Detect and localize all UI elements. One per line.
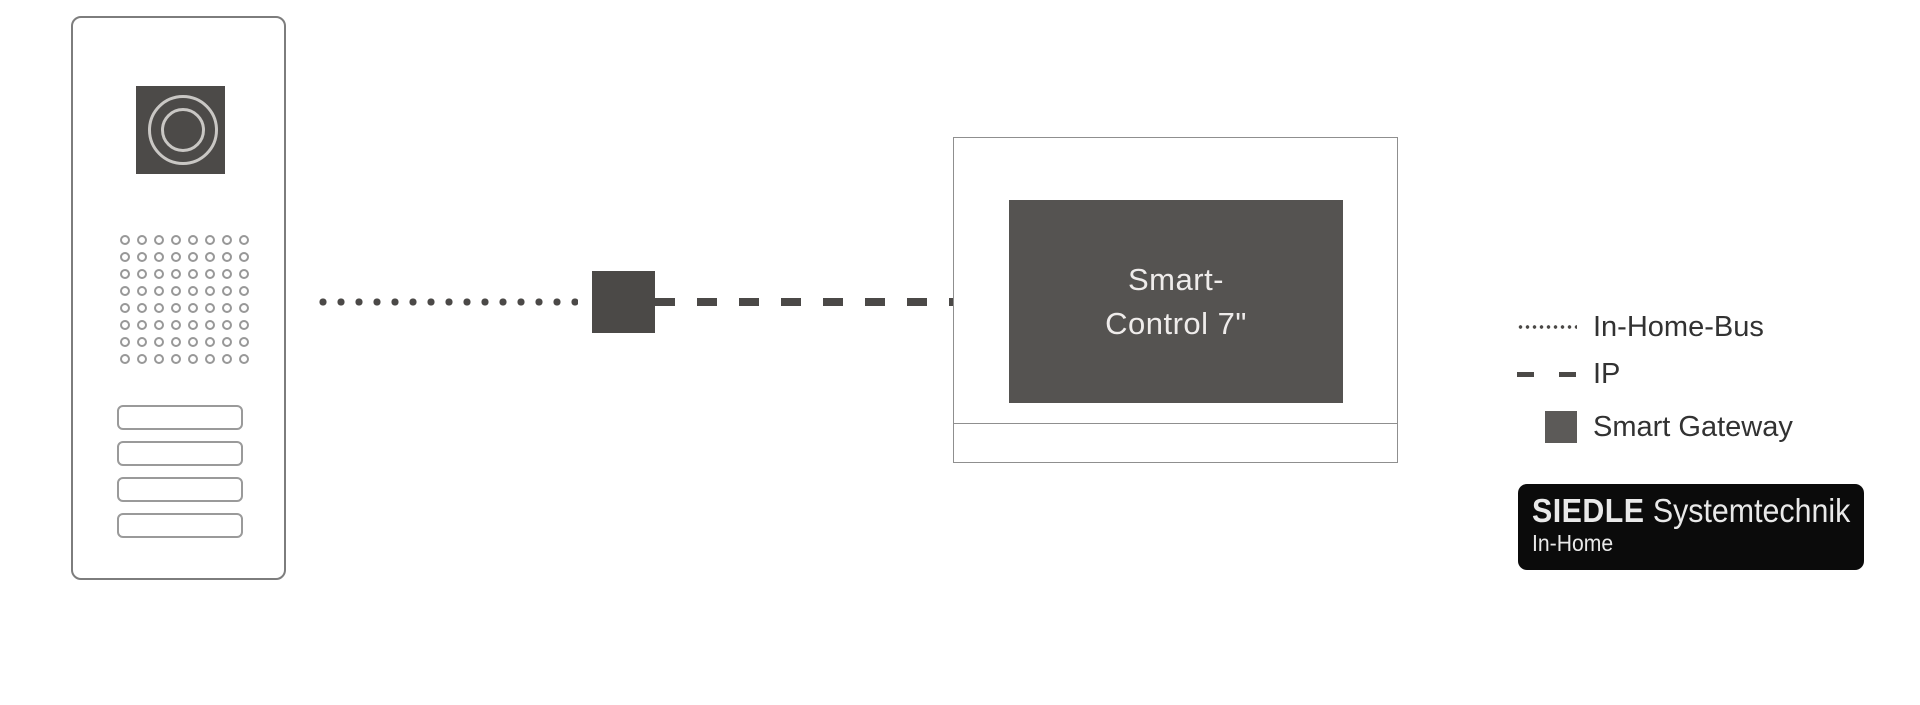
smart-control-monitor: Smart- Control 7"	[953, 137, 1398, 463]
speaker-hole	[136, 302, 147, 313]
gateway-square-icon	[1517, 411, 1577, 443]
speaker-hole	[238, 353, 249, 364]
speaker-hole	[204, 285, 215, 296]
legend-label: Smart Gateway	[1593, 410, 1793, 443]
speaker-hole	[238, 336, 249, 347]
speaker-hole	[119, 319, 130, 330]
speaker-hole	[187, 251, 198, 262]
speaker-hole	[204, 234, 215, 245]
call-button	[117, 513, 243, 538]
speaker-hole	[136, 234, 147, 245]
dotted-line-icon	[1517, 325, 1577, 329]
speaker-hole	[170, 302, 181, 313]
speaker-hole	[119, 234, 130, 245]
logo-product: Systemtechnik	[1652, 492, 1851, 529]
speaker-hole	[221, 353, 232, 364]
speaker-hole	[221, 336, 232, 347]
door-station	[71, 16, 286, 580]
speaker-hole	[136, 353, 147, 364]
smart-gateway-node	[592, 271, 655, 333]
logo-title: SIEDLE Systemtechnik	[1532, 492, 1850, 529]
dashed-line-icon	[1517, 371, 1577, 377]
speaker-hole	[136, 319, 147, 330]
legend-label: IP	[1593, 357, 1621, 390]
ip-line	[655, 298, 955, 306]
speaker-hole	[187, 336, 198, 347]
speaker-hole	[221, 251, 232, 262]
camera-lens-inner-ring	[160, 108, 205, 152]
speaker-hole	[119, 285, 130, 296]
speaker-hole	[170, 319, 181, 330]
camera-icon	[136, 86, 225, 174]
speaker-hole	[204, 302, 215, 313]
speaker-hole	[153, 336, 164, 347]
speaker-hole	[170, 353, 181, 364]
speaker-hole	[238, 268, 249, 279]
speaker-hole	[119, 302, 130, 313]
smart-control-label-line1: Smart-	[1128, 261, 1224, 297]
speaker-hole	[136, 251, 147, 262]
speaker-hole	[170, 336, 181, 347]
speaker-hole	[204, 319, 215, 330]
call-button	[117, 477, 243, 502]
speaker-hole	[221, 319, 232, 330]
speaker-hole	[204, 268, 215, 279]
speaker-hole	[119, 268, 130, 279]
legend-item-ip: IP	[1517, 357, 1621, 390]
call-buttons	[117, 405, 243, 538]
speaker-hole	[221, 302, 232, 313]
legend-label: In-Home-Bus	[1593, 310, 1764, 343]
speaker-hole	[170, 251, 181, 262]
legend-item-smart-gateway: Smart Gateway	[1517, 411, 1793, 443]
smart-control-label-line2: Control 7"	[1105, 305, 1247, 341]
speaker-hole	[238, 234, 249, 245]
speaker-hole	[187, 285, 198, 296]
speaker-hole	[204, 353, 215, 364]
speaker-hole	[204, 251, 215, 262]
speaker-hole	[153, 285, 164, 296]
speaker-hole	[153, 353, 164, 364]
speaker-hole	[187, 234, 198, 245]
speaker-hole	[187, 302, 198, 313]
monitor-divider	[954, 423, 1397, 424]
legend-item-in-home-bus: In-Home-Bus	[1517, 310, 1764, 343]
speaker-hole	[187, 319, 198, 330]
speaker-hole	[153, 319, 164, 330]
speaker-hole	[153, 251, 164, 262]
speaker-hole	[170, 268, 181, 279]
speaker-hole	[221, 268, 232, 279]
speaker-hole	[238, 319, 249, 330]
logo-subtitle: In-Home	[1532, 530, 1614, 556]
speaker-hole	[153, 268, 164, 279]
speaker-hole	[119, 251, 130, 262]
speaker-hole	[119, 353, 130, 364]
speaker-hole	[221, 285, 232, 296]
call-button	[117, 405, 243, 430]
in-home-bus-line	[314, 297, 578, 307]
speaker-hole	[221, 234, 232, 245]
camera-lens-outer-ring	[147, 95, 218, 165]
speaker-hole	[153, 302, 164, 313]
speaker-hole	[238, 285, 249, 296]
siedle-logo: SIEDLE Systemtechnik In-Home	[1518, 484, 1864, 570]
speaker-hole	[238, 302, 249, 313]
speaker-hole	[119, 336, 130, 347]
call-button	[117, 441, 243, 466]
speaker-hole	[204, 336, 215, 347]
logo-brand: SIEDLE	[1532, 492, 1645, 529]
speaker-hole	[187, 268, 198, 279]
speaker-hole	[238, 251, 249, 262]
speaker-hole	[170, 234, 181, 245]
smart-control-screen: Smart- Control 7"	[1009, 200, 1343, 403]
speaker-hole	[136, 268, 147, 279]
speaker-hole	[153, 234, 164, 245]
speaker-hole	[136, 285, 147, 296]
speaker-hole	[136, 336, 147, 347]
speaker-grille	[116, 231, 252, 367]
speaker-hole	[170, 285, 181, 296]
speaker-hole	[187, 353, 198, 364]
